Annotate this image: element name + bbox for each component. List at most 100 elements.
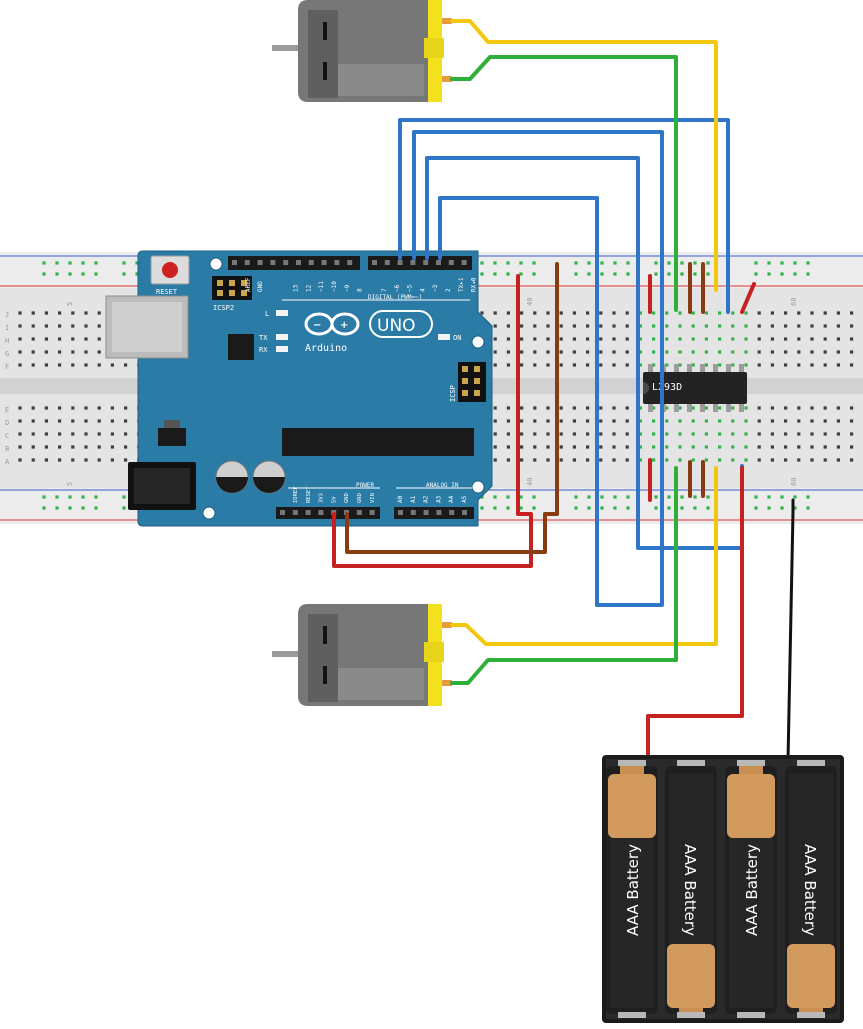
model-label: UNO: [377, 316, 416, 336]
battery-cell-label: AAA Battery: [801, 844, 819, 936]
wires: [332, 19, 795, 762]
row-letter-d: D: [5, 419, 9, 427]
battery-cell-label: AAA Battery: [624, 844, 642, 936]
uno-logo-frame: [369, 310, 433, 338]
wire-black-battery: [786, 498, 795, 762]
power-label: POWER: [356, 482, 374, 489]
dc-motor-bottom: [272, 604, 452, 706]
digital-pin-label: RX◂0: [471, 277, 478, 292]
battery-cell-label: AAA Battery: [681, 844, 699, 936]
digital-label: DIGITAL (PWM=~): [368, 294, 422, 301]
led-tx: [276, 334, 288, 340]
wire-green-motor-top: [450, 55, 678, 312]
digital-pin-label: 12: [305, 284, 312, 292]
power-header: [276, 507, 474, 519]
icsp-header: [458, 362, 486, 402]
digital-pin-label: ~5: [407, 284, 414, 292]
wire-red-vs: [740, 282, 756, 314]
mounting-hole: [471, 335, 485, 349]
digital-pin-label: ~11: [318, 281, 325, 292]
battery-cell-label: AAA Battery: [743, 844, 761, 936]
analog-pin-label: A1: [410, 495, 417, 503]
row-letter-h: H: [5, 337, 9, 345]
led-tx-label: TX: [259, 334, 268, 342]
led-rx-label: RX: [259, 346, 268, 354]
chip-label: L293D: [652, 382, 682, 393]
row-letter-f: F: [5, 363, 9, 371]
row-letter-c: C: [5, 432, 9, 440]
analog-pin-label: A2: [423, 495, 430, 503]
power-pin-label: VIN: [370, 493, 376, 503]
aaa-battery-cell: AAA Battery: [606, 760, 658, 1018]
analog-label: ANALOG IN: [426, 482, 459, 489]
digital-pin-label: TX▸1: [458, 277, 465, 292]
wire-yellow-motor-bottom: [450, 466, 718, 646]
digital-pin-label: AREF: [245, 277, 252, 292]
column-number-5: 5: [66, 302, 74, 306]
wire-yellow-motor-top: [450, 19, 718, 292]
led-l: [276, 310, 288, 316]
column-number-60: 60: [790, 298, 798, 306]
wire-green-motor-bottom: [450, 466, 678, 685]
column-number-40-bottom: 40: [526, 478, 534, 486]
capacitor: [215, 460, 249, 494]
icsp2-label: ICSP2: [213, 304, 234, 312]
row-letter-b: B: [5, 445, 9, 453]
atmega-microcontroller: [282, 428, 474, 456]
led-l-label: L: [265, 310, 269, 318]
wire-red-battery: [646, 466, 744, 762]
digital-pin-label: 7: [381, 288, 388, 292]
power-pin-label: 5V: [331, 496, 337, 503]
row-letter-e: E: [5, 406, 9, 414]
brand-label: Arduino: [305, 343, 347, 354]
column-number-5-bottom: 5: [66, 482, 74, 486]
power-pin-label: IOREF: [293, 486, 299, 503]
wire-blue-d4: [412, 130, 664, 607]
usb-chip: [228, 334, 254, 360]
mounting-hole: [471, 480, 485, 494]
power-pin-label: GND: [357, 493, 363, 503]
power-pin-label: RESET: [306, 486, 312, 503]
digital-pin-label: ~10: [331, 281, 338, 292]
row-letter-g: G: [5, 350, 9, 358]
power-pin-label: GND: [344, 493, 350, 503]
digital-pin-label: ~6: [394, 284, 401, 292]
column-number-60-bottom: 60: [790, 478, 798, 486]
battery-pack: AAA Battery AAA Battery AAA Battery AAA Bat…: [602, 755, 844, 1023]
wire-blue-d5: [398, 118, 730, 314]
wire-red-5v: [332, 274, 533, 568]
voltage-regulator: [158, 428, 186, 446]
column-number-40: 40: [526, 298, 534, 306]
digital-pin-label: GND: [257, 281, 264, 292]
row-letter-i: I: [5, 324, 9, 332]
digital-pin-label: ~9: [344, 284, 351, 292]
dc-motor-top: [272, 0, 452, 102]
l293d-chip: L293D: [643, 364, 747, 412]
svg-text:+: +: [340, 320, 348, 331]
led-on-label: ON: [453, 334, 461, 342]
row-letter-a: A: [5, 458, 10, 466]
icsp2-header: [212, 276, 252, 300]
mounting-hole: [209, 257, 223, 271]
digital-pin-label: ~3: [432, 284, 439, 292]
digital-pin-label: 4: [419, 288, 426, 292]
mounting-hole: [202, 506, 216, 520]
led-rx: [276, 346, 288, 352]
capacitor: [252, 460, 286, 494]
svg-text:−: −: [313, 320, 321, 331]
analog-pin-label: A4: [448, 495, 455, 503]
led-on: [438, 334, 450, 340]
row-letter-j: J: [5, 311, 9, 319]
wire-brown-gnd: [345, 262, 559, 554]
analog-pin-label: A5: [461, 495, 468, 503]
aaa-battery-cell: AAA Battery: [665, 760, 717, 1018]
reset-label: RESET: [156, 288, 178, 296]
digital-header: [228, 256, 472, 270]
wire-blue-d2: [438, 196, 599, 260]
arduino-infinity-logo: [304, 312, 360, 336]
